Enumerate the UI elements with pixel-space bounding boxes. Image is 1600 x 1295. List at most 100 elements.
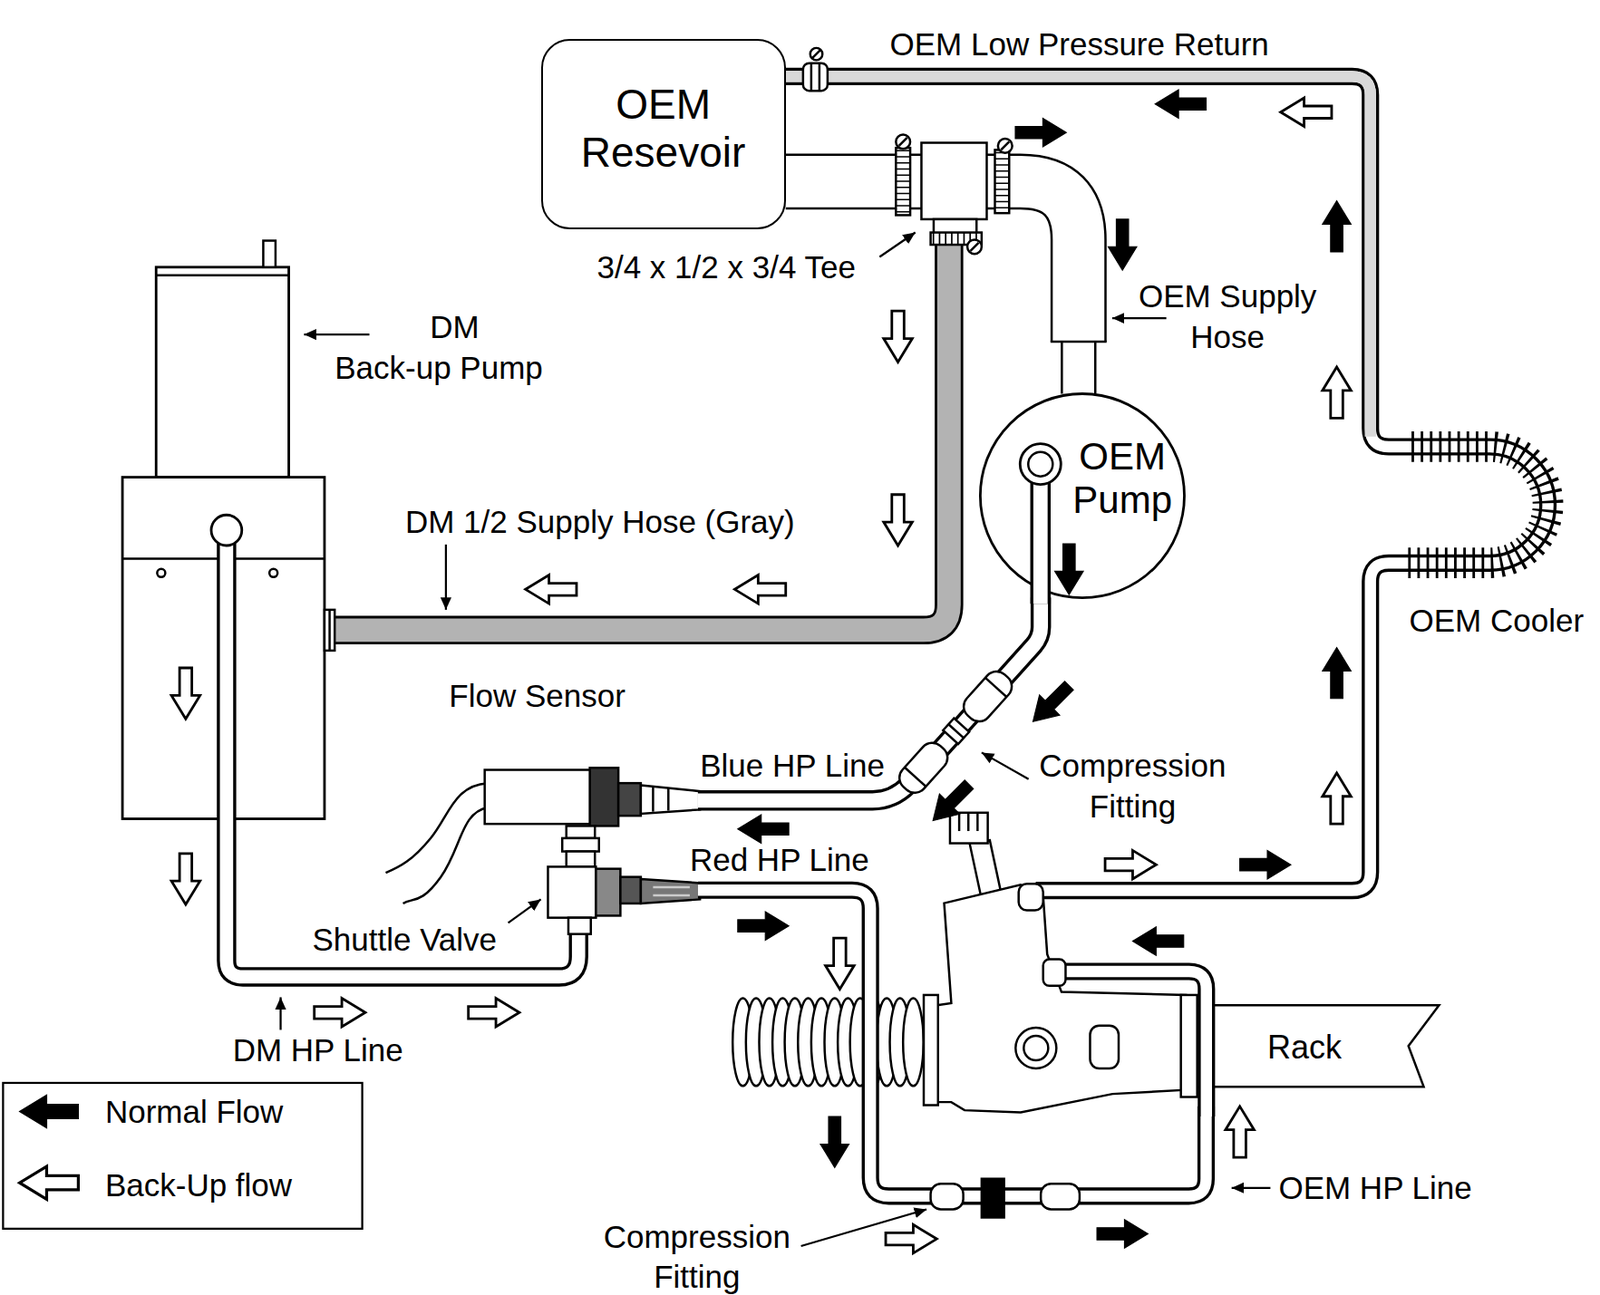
flow-arrows	[171, 89, 1351, 1254]
shuttle-valve-part	[595, 869, 621, 917]
flow-arrows-part	[825, 938, 855, 990]
legend-label: Back-Up flow	[105, 1167, 292, 1204]
rack-bellows-part	[902, 998, 924, 1087]
return-fitting-part	[803, 63, 828, 91]
flow-sensor-part	[651, 787, 654, 813]
blue-hp-line-part-part	[948, 724, 964, 738]
pump-drawing-part	[1028, 452, 1054, 477]
leader-lines-part	[981, 752, 1029, 779]
sensor-cable-part	[403, 807, 488, 904]
shuttle-valve-part	[652, 894, 690, 897]
backup-pump-part	[155, 274, 289, 277]
part-label: Compression Fitting	[1030, 745, 1235, 827]
compression-fitting-bottom	[930, 1179, 1080, 1219]
flow-arrows-part	[1105, 850, 1156, 880]
leader-lines-part	[279, 997, 282, 1030]
flow-sensor-part	[562, 838, 600, 853]
shuttle-valve-part	[652, 886, 690, 889]
return-fitting-part	[810, 48, 824, 61]
pinion-shaft	[950, 813, 1002, 901]
leader-lines-part	[1231, 1187, 1271, 1190]
part-label: OEM HP Line	[1278, 1170, 1472, 1207]
tee-fitting-part	[895, 149, 911, 214]
flow-arrows-part	[1107, 219, 1137, 271]
flow-arrows-part	[1322, 648, 1352, 699]
flow-arrows-part	[1322, 773, 1352, 825]
rack-assembly: Rack	[923, 882, 1450, 1117]
part-label: DM Back-up Pump	[334, 306, 553, 388]
gray-supply-hose	[332, 241, 950, 631]
backup-pump-part	[324, 610, 335, 651]
flow-sensor-part	[590, 767, 620, 826]
flow-sensor-part	[566, 852, 596, 868]
part-label: Blue HP Line	[699, 747, 885, 785]
part-label: 3/4 x 1/2 x 3/4 Tee	[596, 249, 855, 286]
flow-arrows-part	[883, 494, 913, 546]
part-label: Shuttle Valve	[311, 921, 497, 959]
flow-arrows-part	[171, 668, 201, 719]
tee-fitting-part	[921, 143, 987, 220]
blue-hp-line-part-part	[904, 767, 926, 787]
flow-arrows-part	[820, 1116, 850, 1168]
leader-lines-part	[879, 232, 915, 258]
backup-pump-part	[262, 241, 276, 268]
rack-drawing-part	[936, 884, 1186, 1113]
gray-supply-hose-part	[332, 241, 950, 631]
return-fitting	[803, 48, 828, 91]
blue-hp-line-part	[942, 718, 970, 745]
compression-fitting-bottom-part	[981, 1179, 1005, 1219]
flow-arrows-part	[1225, 1106, 1255, 1158]
tee-fitting-part	[994, 152, 1009, 212]
part-label: Red HP Line	[689, 842, 870, 879]
gray-supply-hose-part	[332, 241, 950, 631]
tee-fitting-part	[969, 242, 979, 252]
blue-hp-line	[698, 597, 1041, 801]
flow-arrows-part	[1240, 850, 1291, 880]
rack-drawing-part	[1056, 971, 1206, 1117]
pump-drawing-part	[980, 393, 1185, 598]
node-label: OEM Resevoir	[572, 80, 755, 177]
flow-sensor-part	[618, 783, 641, 816]
shuttle-valve-part	[547, 866, 596, 918]
flow-sensor-part	[667, 788, 670, 812]
illustration-part	[2, 241, 1206, 1230]
blue-hp-line-part-part	[942, 718, 970, 745]
rack-drawing-part	[923, 994, 939, 1106]
part-label: OEM Cooler	[1409, 602, 1585, 640]
compression-fitting-bottom-part	[1040, 1183, 1080, 1210]
flow-arrows-part	[1154, 89, 1206, 119]
flow-sensor-part	[484, 770, 592, 825]
part-label: DM 1/2 Supply Hose (Gray)	[405, 504, 796, 541]
blue-hp-line-part-part	[985, 678, 1007, 698]
overlay-illustration-part	[171, 48, 1548, 1254]
rack-drawing-part	[1180, 994, 1197, 1097]
flow-arrows-part	[737, 814, 789, 844]
flow-arrows-part	[1322, 367, 1352, 418]
sensor-cable-part	[385, 783, 488, 873]
legend-box-part	[19, 1095, 79, 1128]
leader-lines-part	[508, 899, 542, 923]
backup-pump-part	[269, 569, 278, 578]
flow-arrows-part	[171, 853, 201, 905]
hose-line-stroke	[785, 76, 1549, 891]
part-label: OEM Supply Hose	[1125, 275, 1330, 358]
hose-line-stroke	[785, 76, 1371, 437]
rack-drawing-part	[1015, 1027, 1057, 1069]
return-fitting-part	[812, 49, 821, 59]
tee-fitting-part	[899, 137, 908, 146]
shuttle-valve-part	[568, 918, 592, 935]
pinion-shaft-part	[950, 813, 989, 844]
part-label: Flow Sensor	[448, 678, 626, 715]
blue-hp-line-part	[894, 737, 953, 798]
flow-arrows-part	[1280, 97, 1332, 127]
part-label: Compression Fitting	[594, 1217, 799, 1295]
leader-lines	[281, 232, 1271, 1247]
flow-arrows-part	[1096, 1220, 1148, 1250]
flow-arrows-part	[468, 998, 520, 1028]
shuttle-valve	[547, 866, 700, 934]
legend-label: Normal Flow	[105, 1094, 283, 1131]
dm-hp-line	[211, 514, 579, 978]
shuttle-valve-part	[640, 879, 700, 904]
leader-lines-part	[801, 1209, 927, 1247]
